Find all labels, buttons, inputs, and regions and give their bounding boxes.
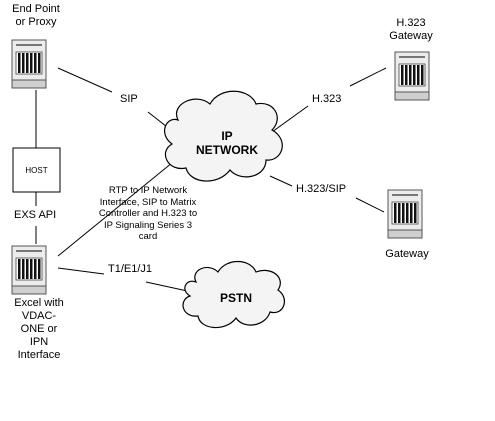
rtp-note-line4: IP Signaling Series 3 xyxy=(103,219,193,231)
gateway-label: Gateway xyxy=(385,248,429,260)
line-h323sip-gateway xyxy=(355,197,385,213)
t1e1j1-label: T1/E1/J1 xyxy=(108,263,153,275)
endpoint-server-icon xyxy=(11,39,47,89)
excel-label-line2: VDAC- xyxy=(21,310,57,322)
line-cloud-h323sip xyxy=(269,175,293,187)
rtp-note-label: RTP to IP Network Interface, SIP to Matr… xyxy=(92,185,204,243)
sip-label: SIP xyxy=(120,93,138,105)
excel-label-line5: Interface xyxy=(17,349,61,361)
excel-label-line4: IPN xyxy=(29,336,49,348)
ip-network-label-line2: NETWORK xyxy=(196,143,258,157)
h323-gateway-server-icon xyxy=(394,51,430,101)
h323-gateway-label: H.323 Gateway xyxy=(378,17,444,43)
endpoint-label-line1: End Point xyxy=(12,3,60,15)
h323-sip-label: H.323/SIP xyxy=(296,183,347,195)
rtp-note-line2: Interface, SIP to Matrix xyxy=(99,196,197,208)
pstn-cloud-icon xyxy=(182,260,286,329)
ip-network-cloud-icon xyxy=(163,90,283,182)
line-excel-t1 xyxy=(57,267,105,275)
h323-gateway-label-line2: Gateway xyxy=(389,30,433,42)
endpoint-label-line2: or Proxy xyxy=(15,16,57,28)
rtp-note-line1: RTP to IP Network xyxy=(108,185,188,196)
ip-network-label-line1: IP xyxy=(221,129,233,143)
rtp-note-line3: Controller and H.323 to xyxy=(98,208,198,219)
excel-label-line1: Excel with xyxy=(14,297,64,309)
line-t1-pstn xyxy=(145,281,193,293)
line-cloud-excel xyxy=(57,157,179,257)
ip-network-label: IP NETWORK xyxy=(194,129,260,157)
excel-label-line3: ONE or xyxy=(20,323,58,335)
line-h323-gateway xyxy=(349,67,387,87)
rtp-note-line5: card xyxy=(138,231,158,242)
excel-label: Excel with VDAC- ONE or IPN Interface xyxy=(3,297,75,362)
line-cloud-h323 xyxy=(271,105,309,133)
endpoint-label: End Point or Proxy xyxy=(3,3,69,29)
gateway-server-icon xyxy=(387,189,423,239)
connection-lines xyxy=(35,67,387,293)
h323-gateway-label-line1: H.323 xyxy=(396,17,426,29)
line-endpoint-sip xyxy=(57,67,113,93)
h323-label: H.323 xyxy=(312,93,342,105)
exs-api-label: EXS API xyxy=(14,209,57,221)
excel-server-icon xyxy=(11,245,47,295)
host-box xyxy=(12,147,61,193)
host-label: HOST xyxy=(25,166,48,175)
pstn-label: PSTN xyxy=(219,291,252,305)
